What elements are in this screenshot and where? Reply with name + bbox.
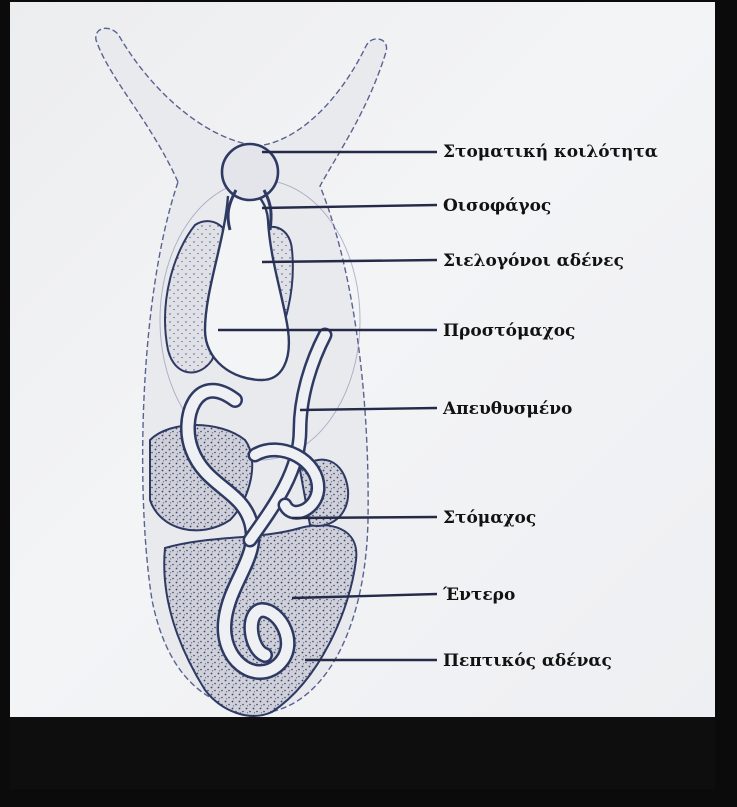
label-crop: Προστόμαχος (443, 321, 575, 341)
label-rectum: Απευθυσμένο (442, 399, 572, 419)
label-salivary-glands: Σιελογόνοι αδένες (443, 251, 624, 271)
label-esophagus: Οισοφάγος (443, 196, 551, 216)
label-stomach: Στόμαχος (443, 508, 536, 528)
label-digestive-gland: Πεπτικός αδένας (443, 651, 612, 671)
leader-stomach (292, 517, 437, 518)
label-mouth-cavity: Στοματική κοιλότητα (443, 142, 658, 162)
label-intestine: Έντερο (442, 585, 515, 605)
